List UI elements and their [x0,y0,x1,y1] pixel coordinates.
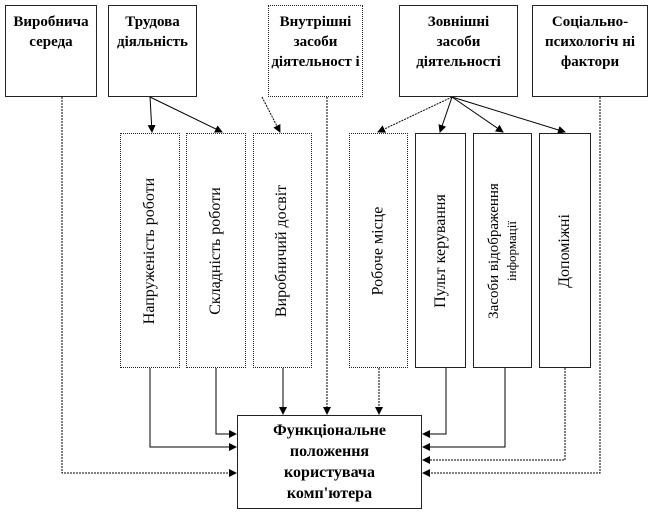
box-zovnishni-zasoby: Зовнішні засоби діятельності [399,5,518,97]
box-label: Виробничий досвіт [273,184,291,317]
box-label: Зовнішні засоби діятельності [416,14,501,70]
box-label: Функціональне положення користувача комп… [273,422,386,502]
box-label: Складність роботи [207,186,224,315]
line-pult [422,368,447,438]
box-label: Внутрішні засоби діятельност і [271,14,360,70]
box-label: Соціально-психологіч ні фактори [544,14,636,70]
box-label: Допоміжні [556,213,573,288]
box-label: Робоче місце [369,206,387,295]
box-trudova-diyalnist: Трудова діяльність [108,5,197,97]
box-vyrobnycha-sereda: Виробнича середа [5,5,97,97]
box-dopomizhni: Допоміжні [539,133,591,368]
arrow-zovnishni-pult [438,96,453,133]
box-label: Напруженість роботи [141,177,159,324]
line-dopomizhni [422,368,566,464]
arrow-zovnishni-mistse [377,96,453,133]
box-funktsionalne-polozhennya: Функціональне положення користувача комп… [237,415,422,509]
line-skladnist [215,368,237,438]
box-napruzhenist: Напруженість роботи [120,133,180,368]
line-zasoby [422,368,506,451]
arrow-trudova-skladnist [149,96,223,133]
arrow-vnutrishni-dosvit [261,96,281,133]
box-label: Засоби відображення [485,182,502,319]
box-label: Виробнича середа [13,14,89,50]
box-label: Пульт керування [431,193,449,308]
line-vyrobnycha [61,97,237,477]
box-vnutrishni-zasoby: Внутрішні засоби діятельност і [268,5,363,97]
box-roboche-mistse: Робоче місце [349,133,408,368]
arrow-trudova-napruzhenist [147,96,156,133]
line-sotsialni [422,97,601,477]
arrow-zovnishni-zasoby [451,96,504,133]
arrow-zovnishni-dopomizhni [451,96,566,134]
box-label: Трудова діяльність [117,14,188,50]
box-sotsialno-psykholohichni: Соціально-психологіч ні фактори [532,5,648,97]
box-label-line2: інформації [503,220,519,281]
box-dosvid: Виробничий досвіт [253,133,312,368]
line-napruzhenist [149,368,237,451]
box-skladnist: Складність роботи [186,133,246,368]
box-pult-keruvannya: Пульт керування [415,133,466,368]
